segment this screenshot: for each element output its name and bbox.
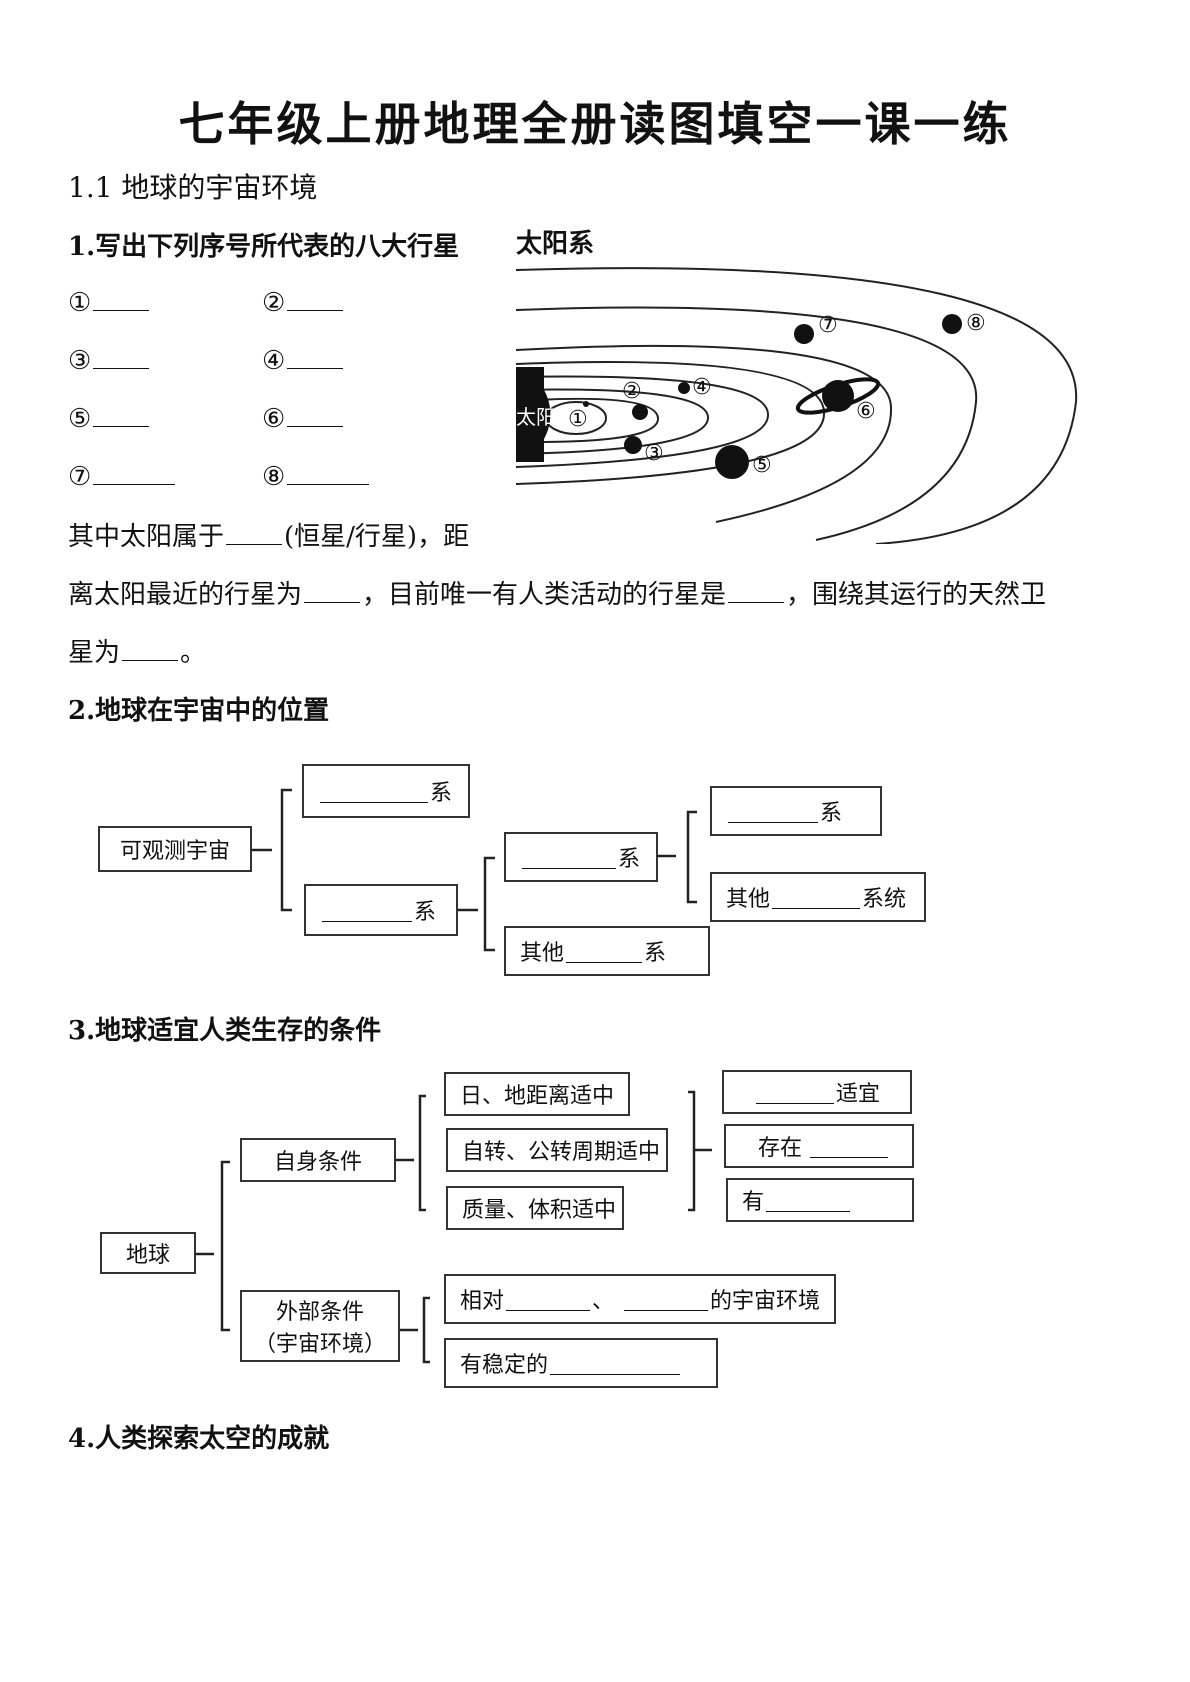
planet-8 [942, 314, 962, 334]
atmosphere-box[interactable]: 有 [726, 1178, 914, 1222]
planet-blank-6[interactable]: ⑥ [262, 400, 345, 434]
q2-heading: 2.地球在宇宙中的位置 [68, 696, 330, 726]
q1-sentence-3: 星为。 [68, 632, 206, 669]
inhabited-planet-blank[interactable] [728, 576, 785, 603]
orbit-6 [516, 344, 893, 523]
external-label: 外部条件 [275, 1300, 364, 1325]
solar-system-diagram: 太阳 太阳系 ① ② ③ ④ ⑤ ⑥ ⑦ ⑧ [516, 222, 1088, 544]
self-conditions-box: 自身条件 [240, 1138, 396, 1182]
planet-label-2: ② [622, 379, 642, 404]
page-title: 七年级上册地理全册读图填空一课一练 [178, 97, 1012, 151]
planet-label-5: ⑤ [752, 453, 772, 478]
mass-volume-box: 质量、体积适中 [446, 1186, 624, 1230]
sun-type-blank[interactable] [226, 518, 283, 545]
nearest-planet-blank[interactable] [304, 576, 361, 603]
orbit-8 [516, 267, 1078, 544]
galaxy-box[interactable]: 系 [304, 884, 458, 936]
planet-blank-3[interactable]: ③ [68, 342, 151, 376]
planet-label-7: ⑦ [818, 313, 838, 338]
planet-7 [794, 324, 814, 344]
safe-environment-box[interactable]: 相对、的宇宙环境 [444, 1274, 836, 1324]
earth-moon-system-box[interactable]: 系 [710, 786, 882, 836]
q1-sentence-2: 离太阳最近的行星为，目前唯一有人类活动的行星是，围绕其运行的天然卫 [68, 574, 1046, 611]
planet-label-4: ④ [692, 375, 712, 400]
sun-label: 太阳 [516, 405, 556, 429]
earth-box: 地球 [100, 1232, 196, 1274]
orbit-3 [516, 388, 710, 455]
satellite-blank[interactable] [122, 634, 179, 661]
planet-1 [583, 401, 589, 407]
solar-system-box[interactable]: 系 [504, 832, 658, 882]
external-conditions-box: 外部条件 （宇宙环境） [240, 1290, 400, 1362]
planet-6 [795, 377, 881, 415]
other-planet-system-box[interactable]: 其他系统 [710, 872, 926, 922]
rotation-period-box: 自转、公转周期适中 [446, 1128, 668, 1172]
orbit-4 [516, 375, 770, 468]
q3-heading: 3.地球适宜人类生存的条件 [68, 1016, 382, 1046]
planet-3 [624, 436, 642, 454]
sun-earth-distance-box: 日、地距离适中 [444, 1072, 630, 1116]
planet-blank-4[interactable]: ④ [262, 342, 345, 376]
planet-label-6: ⑥ [856, 399, 876, 424]
q1-sentence-1: 其中太阳属于(恒星/行星)，距 [68, 516, 469, 553]
orbit-7 [516, 306, 978, 541]
q4-heading: 4.人类探索太空的成就 [68, 1424, 330, 1454]
external-sub-label: （宇宙环境） [254, 1332, 387, 1357]
planet-label-8: ⑧ [966, 311, 986, 336]
q1-heading: 1.写出下列序号所代表的八大行星 [68, 232, 460, 262]
planet-4 [678, 382, 690, 394]
orbit-2 [535, 397, 660, 443]
planet-blank-7[interactable]: ⑦ [68, 458, 177, 492]
suitable-temperature-box[interactable]: 适宜 [722, 1070, 912, 1114]
planet-label-1: ① [568, 407, 588, 432]
observable-universe-box: 可观测宇宙 [98, 826, 252, 872]
planet-blank-5[interactable]: ⑤ [68, 400, 151, 434]
planet-blank-2[interactable]: ② [262, 284, 345, 318]
planet-2 [632, 404, 648, 420]
planet-blank-1[interactable]: ① [68, 284, 151, 318]
other-galaxy-system-box[interactable]: 其他系 [504, 926, 710, 976]
diagram-title: 太阳系 [516, 229, 594, 259]
galaxy-cluster-box[interactable]: 系 [302, 764, 470, 818]
planet-5 [715, 445, 749, 479]
planet-blank-8[interactable]: ⑧ [262, 458, 371, 492]
planet-label-3: ③ [644, 441, 664, 466]
solar-system-svg: 太阳 太阳系 ① ② ③ ④ ⑤ ⑥ ⑦ ⑧ [516, 229, 1078, 544]
stable-sunlight-box[interactable]: 有稳定的 [444, 1338, 718, 1388]
section-heading: 1.1 地球的宇宙环境 [68, 171, 318, 204]
liquid-water-box[interactable]: 存在 [724, 1124, 914, 1168]
